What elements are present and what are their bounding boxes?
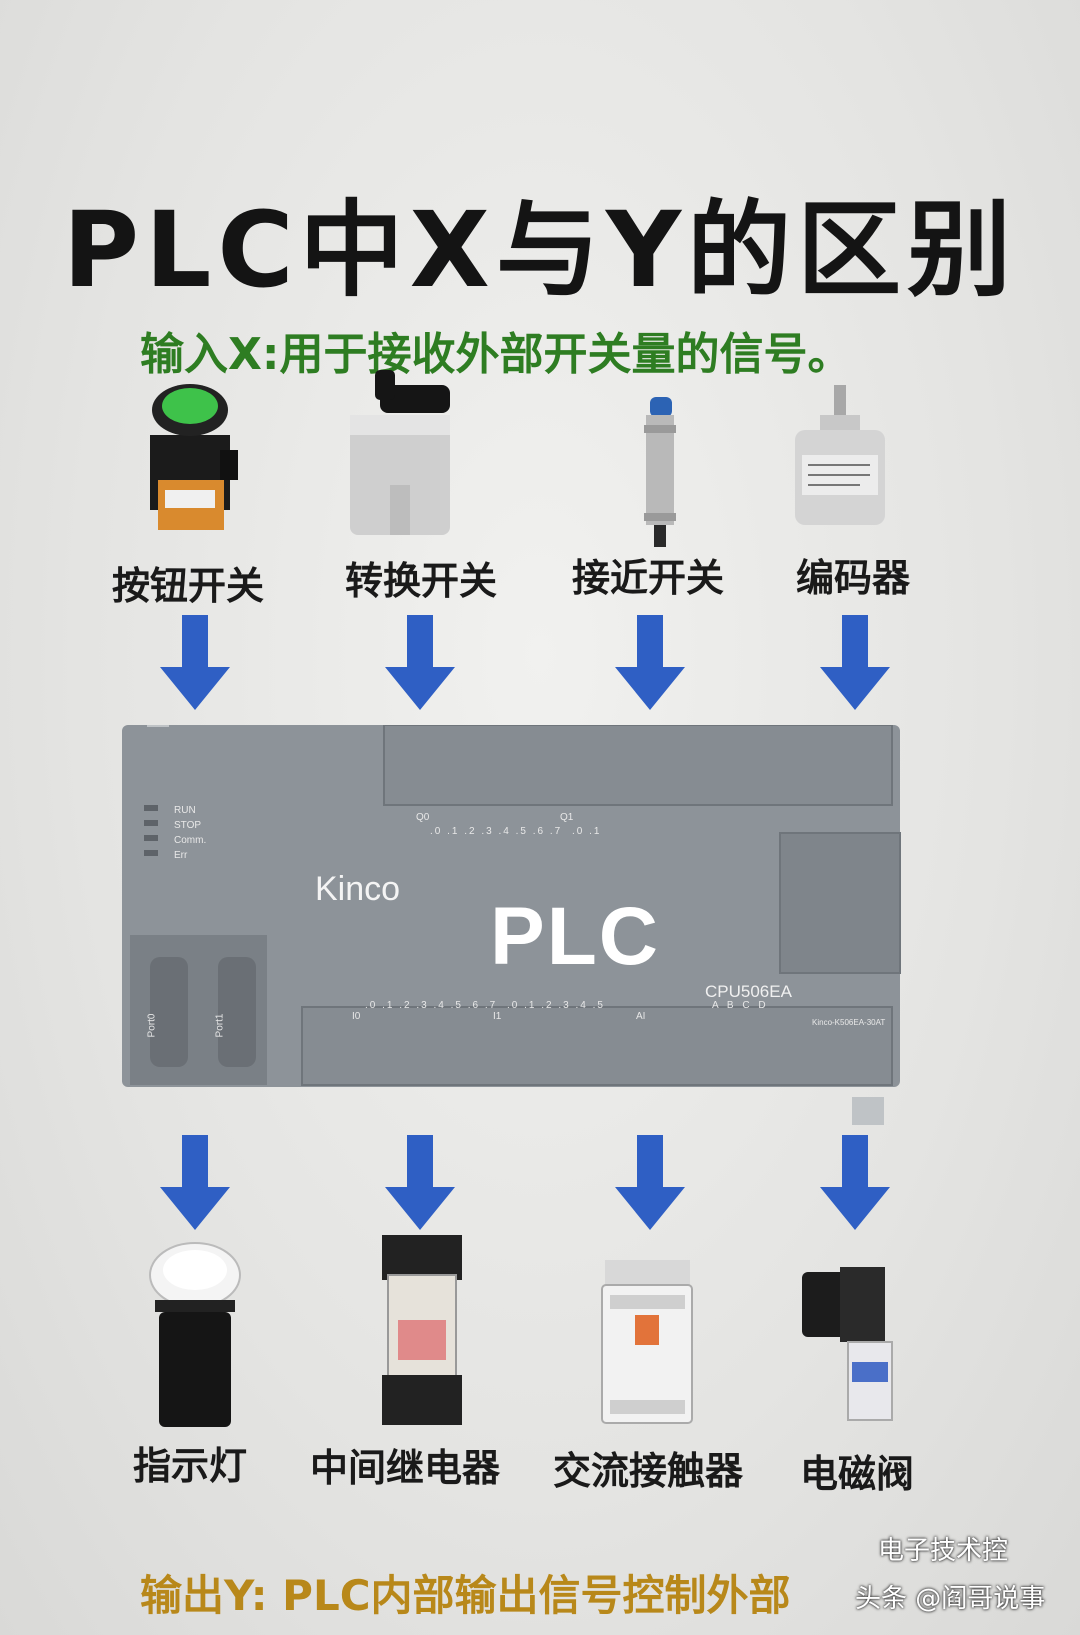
push-button-switch-icon [150, 384, 238, 530]
output-label-contactor: 交流接触器 [553, 1449, 744, 1493]
i0-pins: .0 .1 .2 .3 .4 .5 .6 .7 [365, 1000, 498, 1011]
q1-label: Q1 [560, 812, 574, 823]
output-label-lamp: 指示灯 [133, 1444, 248, 1488]
arrow-down-icon [615, 615, 685, 710]
i1-label: I1 [493, 1011, 502, 1022]
i1-pins: .0 .1 .2 .3 .4 .5 [507, 1000, 605, 1011]
plc-model: CPU506EA [705, 982, 792, 1001]
led-run-label: RUN [174, 805, 196, 816]
i0-label: I0 [352, 1011, 361, 1022]
ai-label: AI [636, 1011, 646, 1022]
led-err-label: Err [174, 850, 188, 861]
ac-contactor-icon [601, 1260, 693, 1424]
led-comm-label: Comm. [174, 835, 207, 846]
plc-unit [122, 725, 901, 1125]
q0-label: Q0 [416, 812, 430, 823]
plc-brand: Kinco [315, 870, 401, 908]
input-label-proximity: 接近开关 [572, 556, 725, 600]
q0-pins: .0 .1 .2 .3 .4 .5 .6 .7 [430, 826, 563, 837]
input-label-push-button: 按钮开关 [112, 564, 265, 608]
rotary-encoder-icon [795, 385, 885, 525]
page-title: PLC中X与Y的区别 [62, 189, 1018, 311]
solenoid-valve-icon [802, 1267, 893, 1421]
plc-name: PLC [490, 891, 660, 982]
output-caption: 输出Y: PLC内部输出信号控制外部 [140, 1571, 791, 1620]
indicator-lamp-icon [149, 1242, 241, 1427]
output-label-solenoid: 电磁阀 [800, 1452, 915, 1496]
arrow-down-icon [820, 615, 890, 710]
arrow-down-icon [820, 1135, 890, 1230]
ai-pins: A B C D [712, 1000, 769, 1011]
arrow-down-icon [385, 1135, 455, 1230]
plc-part-number: Kinco-K506EA-30AT [812, 1018, 886, 1027]
watermark: 头条 @阎哥说事 [855, 1584, 1046, 1614]
arrow-down-icon [385, 615, 455, 710]
arrow-down-icon [160, 1135, 230, 1230]
port1-label: Port1 [214, 1013, 226, 1038]
arrow-down-icon [160, 615, 230, 710]
input-caption: 输入X:用于接收外部开关量的信号。 [140, 329, 852, 380]
relay-icon [382, 1235, 462, 1425]
proximity-sensor-icon [644, 397, 676, 547]
rotary-selector-switch-icon [350, 370, 450, 535]
watermark-secondary: 电子技术控 [878, 1536, 1009, 1566]
led-stop-label: STOP [174, 820, 202, 831]
q1-pins: .0 .1 [572, 826, 602, 837]
output-label-relay: 中间继电器 [310, 1446, 501, 1490]
arrow-down-icon [615, 1135, 685, 1230]
port0-label: Port0 [146, 1013, 158, 1038]
input-label-rotary-switch: 转换开关 [345, 559, 498, 603]
input-label-encoder: 编码器 [796, 556, 911, 600]
